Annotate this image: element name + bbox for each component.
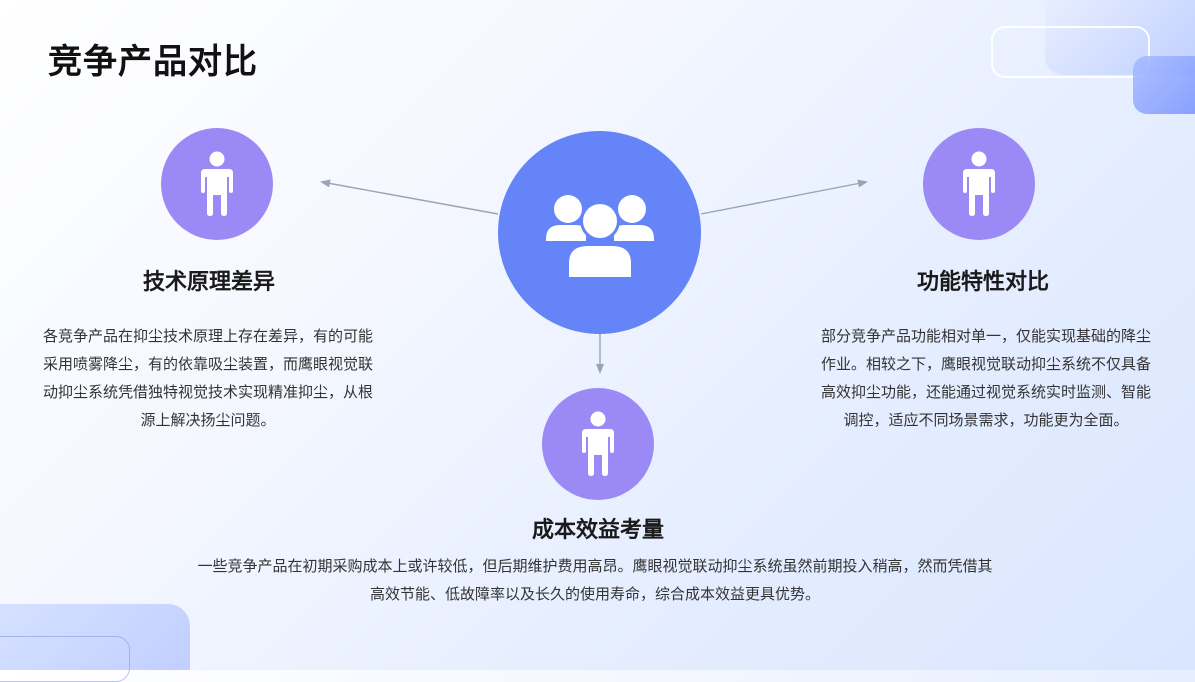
connector-arrow-tech: [320, 179, 499, 215]
connector-arrow-function: [700, 179, 868, 215]
node-function-title: 功能特性对比: [916, 270, 1049, 295]
center-hub-circle: [498, 131, 701, 334]
node-tech-title: 技术原理差异: [142, 270, 275, 295]
node-cost-description: 一些竞争产品在初期采购成本上或许较低，但后期维护费用高昂。鹰眼视觉联动抑尘系统虽…: [197, 557, 993, 603]
node-function-circle: [923, 128, 1035, 240]
node-cost-circle: [542, 388, 654, 500]
node-cost-title: 成本效益考量: [531, 518, 664, 543]
page-title: 竞争产品对比: [48, 42, 258, 82]
person-icon: [963, 151, 995, 216]
node-tech-description: 各竞争产品在抑尘技术原理上存在差异，有的可能采用喷雾降尘，有的依靠吸尘装置，而鹰…: [42, 327, 373, 429]
person-icon: [201, 151, 233, 216]
person-icon: [582, 411, 614, 476]
node-tech-circle: [161, 128, 273, 240]
user-group-icon: [545, 194, 654, 279]
node-function-description: 部分竞争产品功能相对单一，仅能实现基础的降尘作业。相较之下，鹰眼视觉联动抑尘系统…: [820, 327, 1151, 429]
